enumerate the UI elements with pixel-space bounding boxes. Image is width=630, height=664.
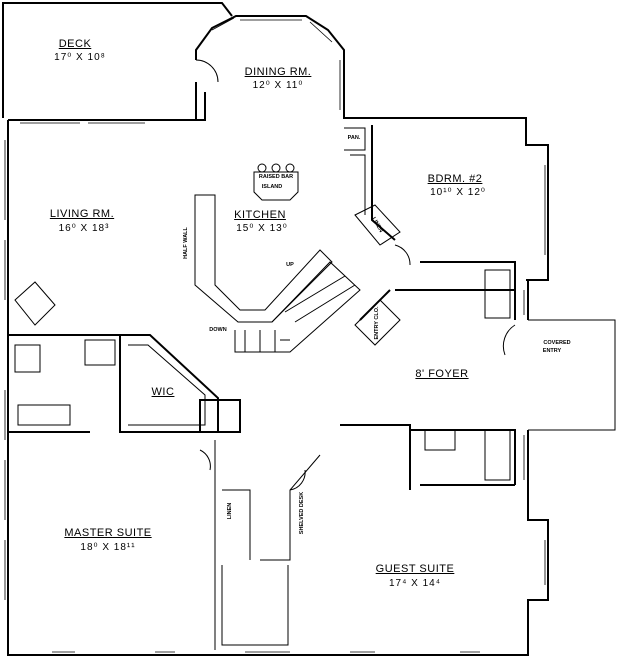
kitchen-label: KITCHEN [234,209,286,221]
master-walls [214,440,321,650]
raised-bar-label: RAISED BAR [258,174,294,180]
dining-walls [195,15,549,281]
guest-dims: 17⁴ X 14⁴ [388,578,442,589]
kitchen-dims: 15⁰ X 13⁰ [236,223,288,234]
living-top-wall [8,92,206,121]
bar-stool [257,163,267,173]
bedroom2-walls [371,125,516,320]
bar-stool [285,163,295,173]
master-dims: 18⁰ X 18¹¹ [80,542,136,553]
master-closet [221,565,289,646]
wic-shelf [128,344,206,426]
island [253,171,299,201]
deck-label: DECK [58,38,92,50]
dining-windows [211,17,341,110]
covered-entry-label-2: ENTRY [542,348,562,354]
door-swings [195,59,516,491]
bedroom2-dims: 10¹⁰ X 12⁰ [430,187,486,198]
deck-outline [2,2,233,118]
bedroom2-label: BDRM. #2 [427,173,483,185]
guest-label: GUEST SUITE [375,563,455,575]
outer-walls [7,120,549,656]
deck-dims: 17⁰ X 10⁸ [54,52,106,63]
stairs [234,261,361,353]
dining-label: DINING RM. [244,66,312,78]
covered-entry-label-1: COVERED [543,340,571,346]
master-label: MASTER SUITE [64,527,152,539]
dining-dims: 12⁰ X 11⁰ [252,80,304,91]
stairs-down-label: DOWN [209,327,227,333]
kitchen-counter [194,194,333,323]
pantry [344,127,373,215]
entry-closet [354,299,401,346]
wic-label: WIC [151,386,175,398]
guest-bath-fixtures [424,269,511,481]
foyer-label: 8' FOYER [415,368,469,380]
stairs-up-label: UP [286,262,294,268]
half-wall-label: HALF WALL [183,227,189,259]
linen-lower-label: LINEN [227,502,233,520]
foyer-walls [340,289,516,490]
linen-closet-upper [354,204,401,246]
master-bath-walls [8,334,241,433]
master-bath-fixtures [14,339,116,426]
shelved-desk-label: SHELVED DESK [299,491,305,535]
living-label: LIVING RM. [49,208,115,220]
pantry-label: PAN. [347,135,361,141]
covered-entry [528,319,616,431]
entry-closet-label: ENTRY CLO. [374,306,380,340]
right-windows [523,165,546,585]
bar-stool [271,163,281,173]
fireplace [14,281,56,326]
island-label: ISLAND [261,184,283,190]
living-dims: 16⁰ X 18³ [58,223,110,234]
